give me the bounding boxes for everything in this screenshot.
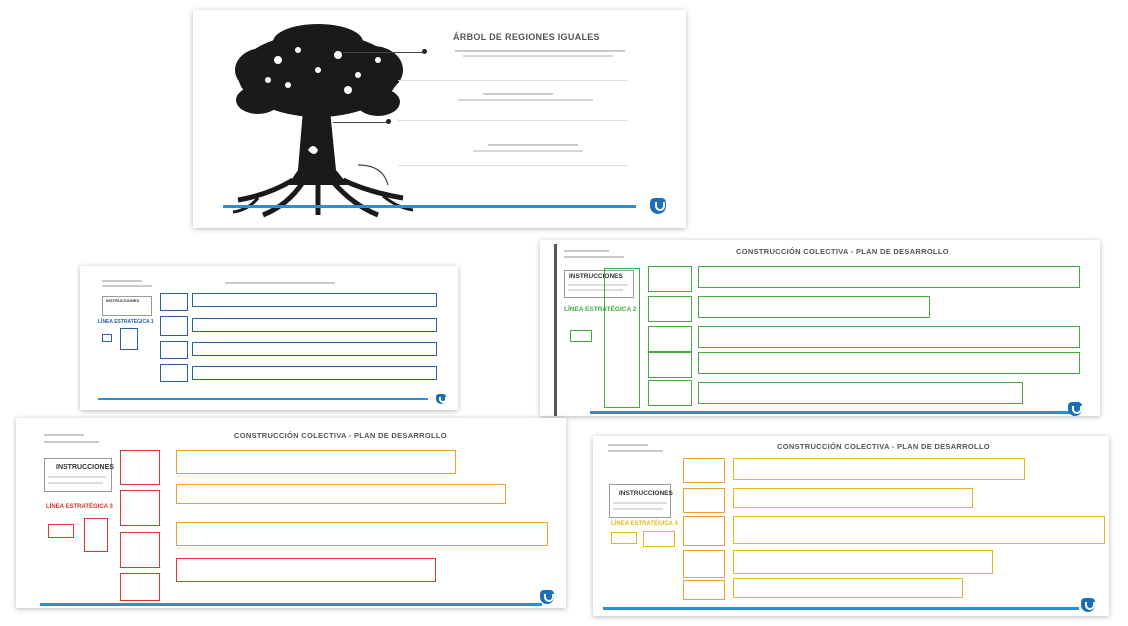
connector <box>358 164 389 186</box>
slide-title: CONSTRUCCIÓN COLECTIVA - PLAN DE DESARRO… <box>234 431 447 440</box>
instructions-box <box>44 458 112 492</box>
strategic-line-label: LÍNEA ESTRATÉGICA 2 <box>564 306 637 313</box>
strategic-line-label: LÍNEA ESTRATÉGICA 3 <box>46 504 113 510</box>
instructions-heading: INSTRUCCIONES <box>619 490 673 497</box>
instructions-heading: INSTRUCCIONES <box>106 298 140 303</box>
tree-title: ÁRBOL DE REGIONES IGUALES <box>453 32 600 42</box>
bottom-bar <box>603 607 1079 610</box>
shield-logo-icon <box>1068 402 1082 416</box>
bottom-bar <box>223 205 636 208</box>
slide-strategic-line-3: CONSTRUCCIÓN COLECTIVA - PLAN DE DESARRO… <box>16 418 566 608</box>
shield-logo-icon <box>1081 598 1095 612</box>
slide-title: CONSTRUCCIÓN COLECTIVA - PLAN DE DESARRO… <box>736 247 949 256</box>
bullet <box>422 49 427 54</box>
bottom-bar <box>590 411 1070 414</box>
slide-strategic-line-4: CONSTRUCCIÓN COLECTIVA - PLAN DE DESARRO… <box>593 436 1109 616</box>
slide-title: CONSTRUCCIÓN COLECTIVA - PLAN DE DESARRO… <box>777 442 990 451</box>
instructions-box <box>564 270 634 298</box>
shield-logo-icon <box>650 198 666 214</box>
slide-strategic-line-2: CONSTRUCCIÓN COLECTIVA - PLAN DE DESARRO… <box>540 240 1100 416</box>
shield-logo-icon <box>436 394 447 404</box>
instructions-box <box>609 484 671 518</box>
instructions-box <box>102 296 152 316</box>
tree-illustration <box>232 24 414 218</box>
bottom-bar <box>98 398 428 400</box>
strategic-line-label: LÍNEA ESTRATÉGICA 1 <box>98 319 154 325</box>
instructions-heading: INSTRUCCIONES <box>569 273 623 280</box>
slide-tree: ÁRBOL DE REGIONES IGUALES <box>193 10 686 228</box>
shield-logo-icon <box>540 590 554 604</box>
bottom-bar <box>40 603 542 606</box>
bullet <box>386 119 391 124</box>
strategic-line-label: LÍNEA ESTRATÉGICA 4 <box>611 521 678 527</box>
slide-strategic-line-1: INSTRUCCIONES LÍNEA ESTRATÉGICA 1 <box>80 266 458 410</box>
instructions-heading: INSTRUCCIONES <box>56 464 114 471</box>
